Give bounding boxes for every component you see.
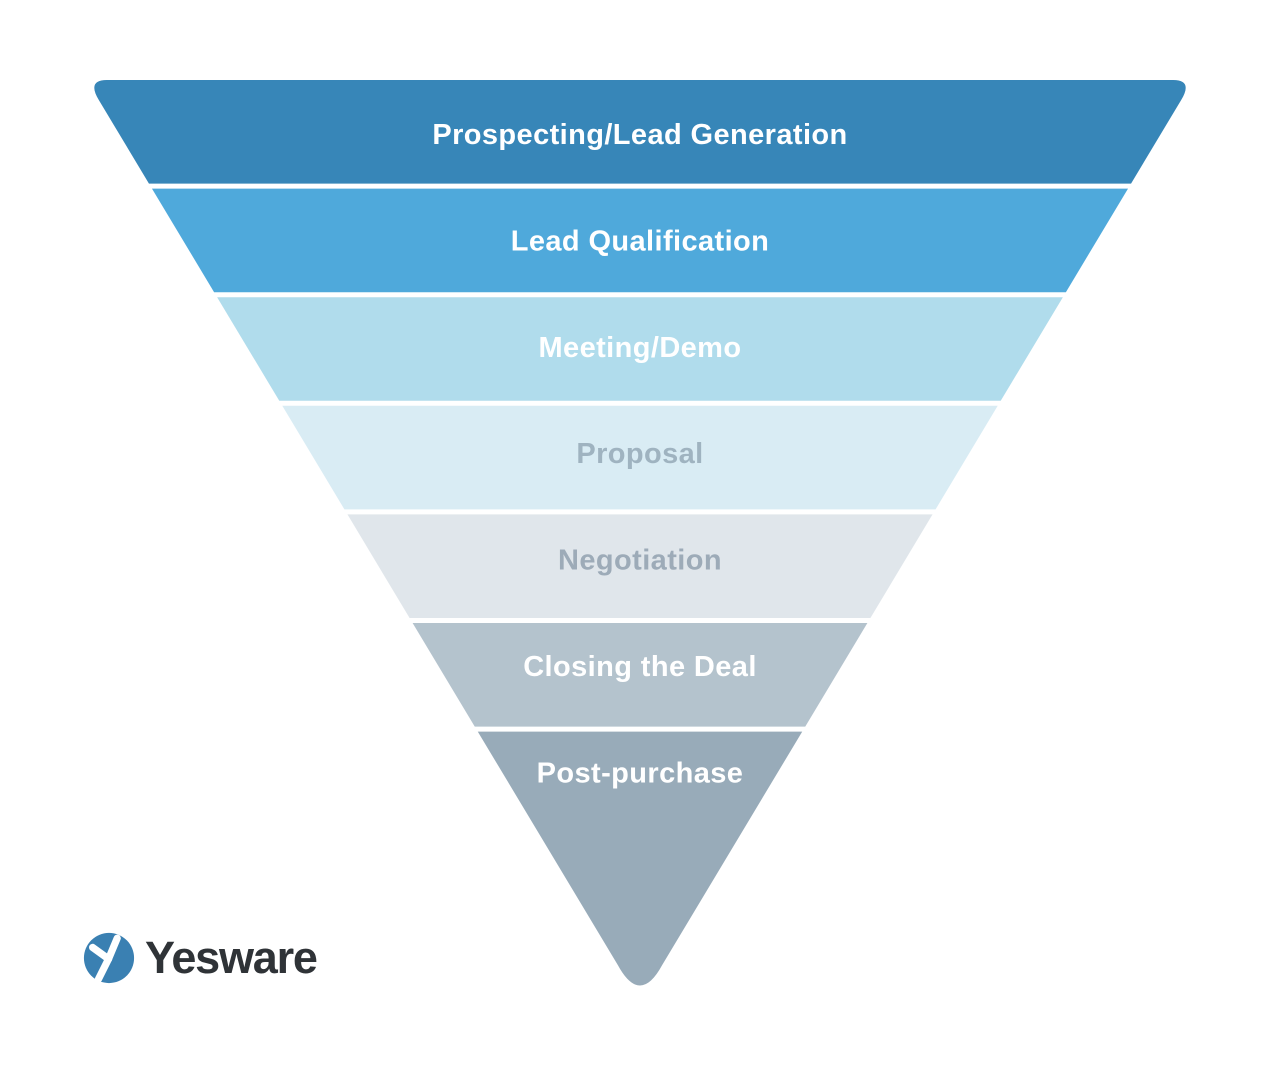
funnel-stage-label-lead-qualification: Lead Qualification [511, 225, 770, 257]
funnel-stage-post-purchase [477, 731, 803, 986]
funnel-stage-label-post-purchase: Post-purchase [537, 757, 744, 789]
yesware-logo-icon [83, 932, 135, 984]
funnel-stage-label-negotiation: Negotiation [558, 545, 722, 577]
funnel-stage-proposal [282, 405, 998, 510]
funnel-stage-prospecting-lead-generation [94, 80, 1186, 184]
funnel-stage-label-meeting-demo: Meeting/Demo [539, 332, 742, 364]
funnel-stage-closing-the-deal [412, 623, 868, 727]
funnel-stage-meeting-demo [217, 297, 1063, 401]
funnel-stage-label-prospecting-lead-generation: Prospecting/Lead Generation [432, 119, 847, 151]
funnel-stage-negotiation [347, 514, 933, 618]
funnel-stage-label-closing-the-deal: Closing the Deal [523, 651, 757, 683]
yesware-wordmark: Yesware [145, 932, 318, 983]
yesware-logo: Yesware [82, 931, 318, 985]
funnel-stage-lead-qualification [151, 188, 1129, 293]
funnel-stage-label-proposal: Proposal [576, 438, 703, 470]
